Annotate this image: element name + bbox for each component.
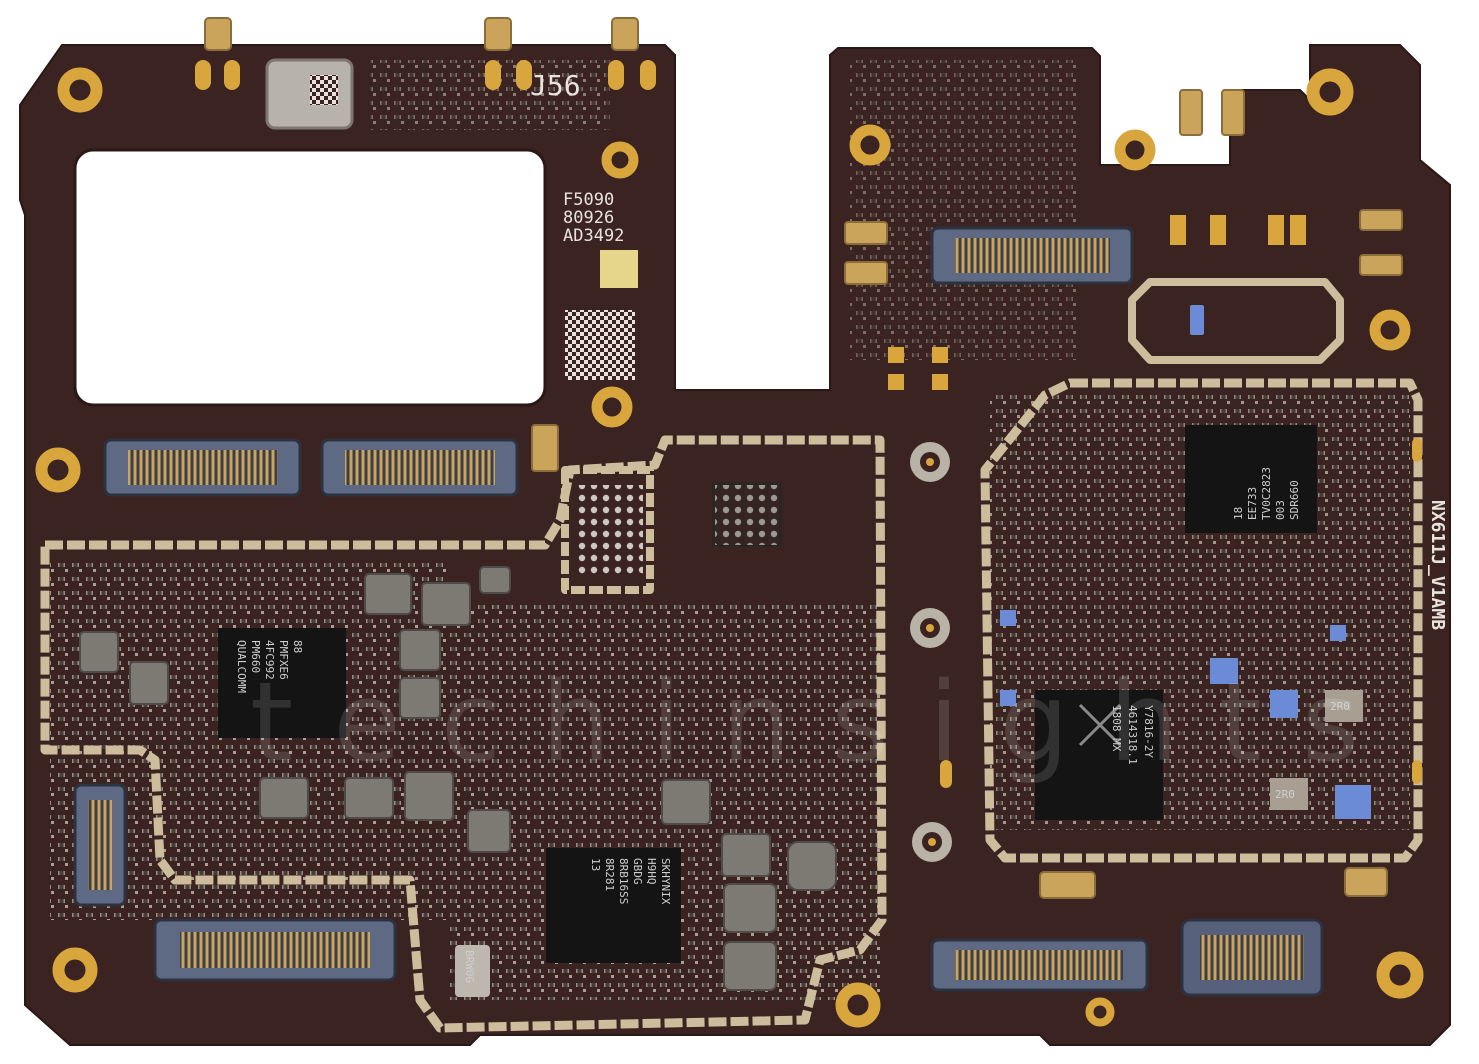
component-field bbox=[850, 60, 1080, 360]
svg-text:QUALCOMM PM660 4FC: QUALCOMM PM660 4FC992 PMFXE6 88 bbox=[235, 640, 304, 700]
lot-line-2: 80926 bbox=[563, 208, 614, 228]
shield-outline bbox=[561, 466, 654, 594]
spring-contacts bbox=[204, 17, 1403, 899]
shield-outline bbox=[980, 378, 1423, 863]
oval-pads bbox=[195, 60, 1422, 788]
crystal-xtal bbox=[455, 945, 490, 997]
coil-a-label: 2R0 bbox=[1330, 700, 1350, 713]
chip-pmic: QUALCOMM PM660 4FC992 PMFXE6 88 bbox=[218, 628, 346, 738]
svg-text:SDR660 003 TV0C282: SDR660 003 TV0C2823 EE733 18 bbox=[1232, 460, 1301, 520]
coil-b-label: 2R0 bbox=[1275, 788, 1295, 801]
test-pads bbox=[600, 215, 1306, 390]
qr-code bbox=[565, 310, 635, 380]
coil-a bbox=[1325, 690, 1363, 722]
lot-line-1: F5090 bbox=[563, 190, 614, 210]
watermark: techinsights bbox=[250, 658, 1399, 786]
coax-connectors bbox=[910, 442, 952, 862]
coil-b bbox=[1270, 778, 1308, 810]
inductors bbox=[79, 566, 837, 991]
chip-memory: SKHYNIX H9HQ GBDG 8RB16SS 8R281 13 bbox=[546, 848, 681, 963]
svg-text:Y7816-2Y 4614318.1: Y7816-2Y 4614318.1 1808 MX bbox=[1110, 705, 1155, 771]
model-label: NX611J_V1AMB bbox=[1427, 500, 1448, 630]
shield-outline bbox=[1128, 278, 1344, 364]
xtal-label: BRW0G bbox=[463, 950, 476, 983]
crystal-label bbox=[310, 75, 338, 105]
connector-id-label: J56 bbox=[530, 69, 581, 102]
svg-text:SKHYNIX H9HQ GBDG: SKHYNIX H9HQ GBDG 8RB16SS 8R281 13 bbox=[589, 858, 672, 911]
camera-cutout bbox=[73, 148, 547, 407]
bga-pads bbox=[575, 485, 643, 575]
mounting-holes bbox=[35, 67, 1424, 1028]
crystal-module bbox=[265, 58, 354, 130]
chip-rf-frontend: Y7816-2Y 4614318.1 1808 MX bbox=[1035, 690, 1163, 820]
connectors bbox=[73, 226, 1324, 997]
lot-line-3: AD3492 bbox=[563, 226, 624, 246]
chip-rf-transceiver: SDR660 003 TV0C2823 EE733 18 bbox=[1185, 425, 1317, 533]
bga-pads bbox=[715, 485, 779, 545]
rf-filters bbox=[1000, 305, 1371, 819]
